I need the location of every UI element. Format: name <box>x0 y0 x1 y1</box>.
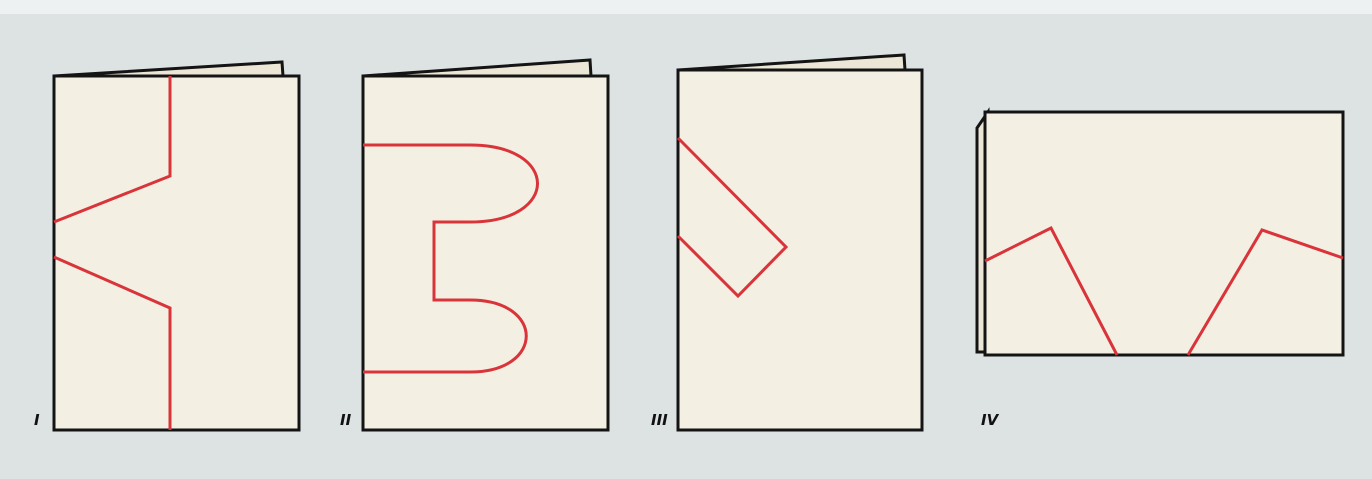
top-strip <box>0 0 1372 14</box>
panel-label: I <box>34 411 40 429</box>
panel-label: III <box>651 411 668 429</box>
card-front <box>54 76 299 430</box>
panel-1: I <box>34 62 299 430</box>
panel-3: III <box>651 55 922 430</box>
card-front <box>363 76 608 430</box>
panel-label: II <box>340 411 352 429</box>
panel-label: IV <box>981 411 1000 429</box>
card-front <box>678 70 922 430</box>
panel-2: II <box>340 60 608 430</box>
